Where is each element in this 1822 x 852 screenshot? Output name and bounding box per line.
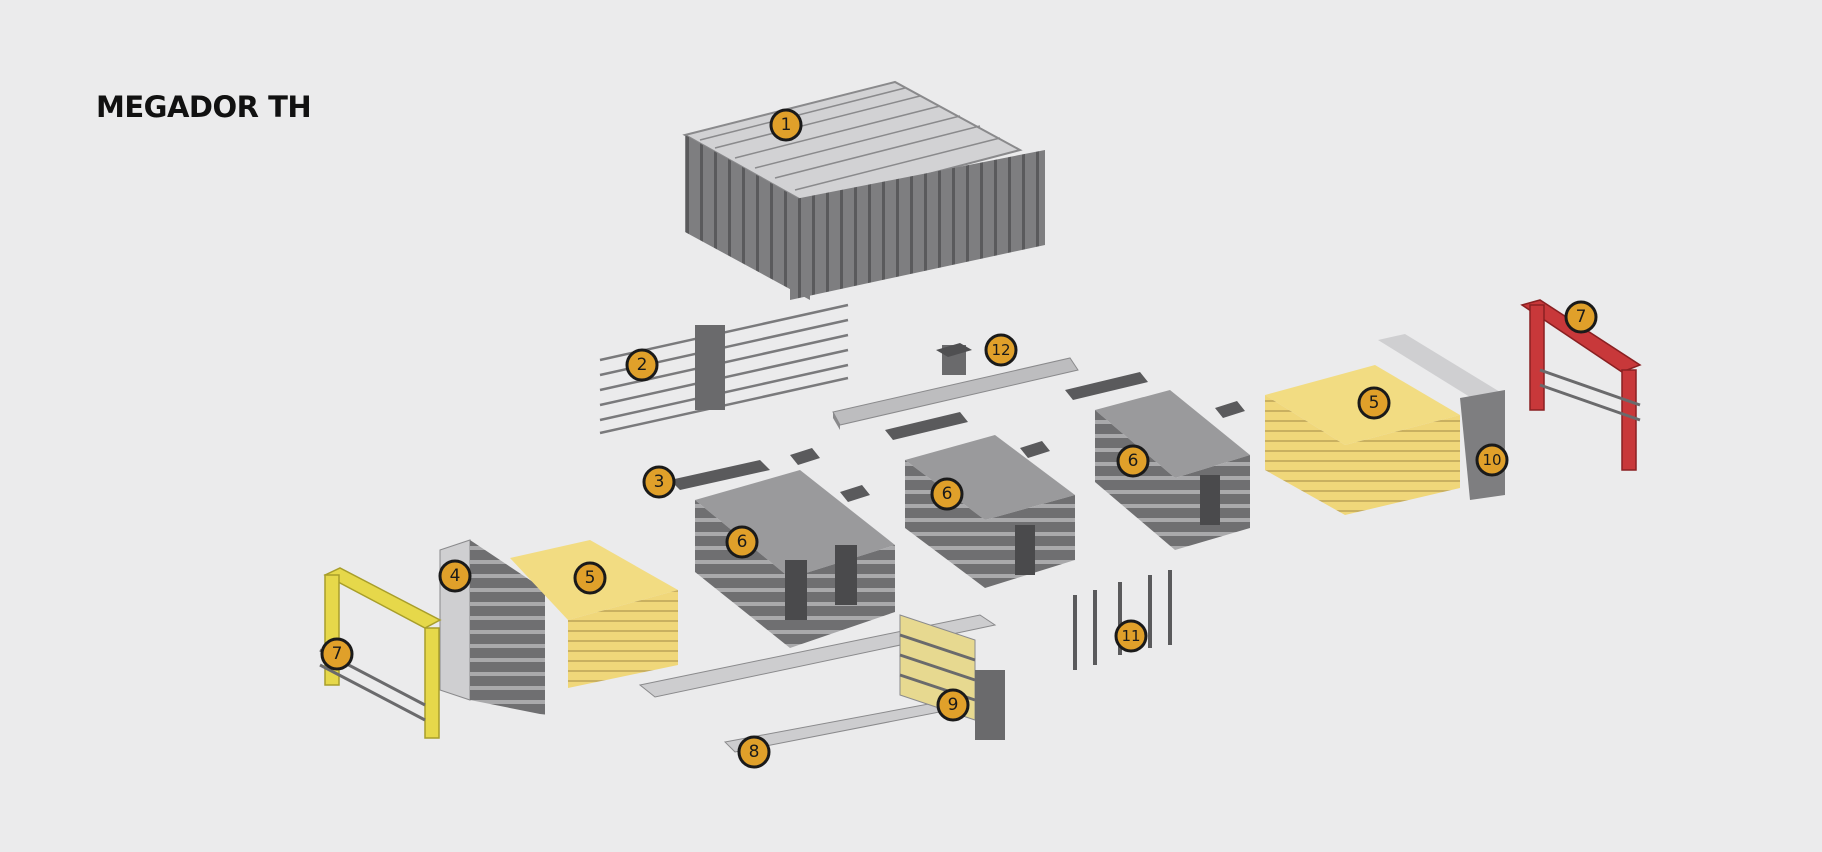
svg-text:7: 7 xyxy=(1576,307,1587,327)
svg-text:12: 12 xyxy=(991,341,1010,359)
svg-text:8: 8 xyxy=(749,742,760,762)
callout-6-right: 6 xyxy=(1116,444,1150,478)
svg-text:9: 9 xyxy=(948,695,959,715)
svg-text:6: 6 xyxy=(737,532,748,552)
svg-text:11: 11 xyxy=(1121,627,1140,645)
svg-text:2: 2 xyxy=(637,355,648,375)
callout-12: 12 xyxy=(984,333,1018,367)
svg-text:10: 10 xyxy=(1482,451,1501,469)
callout-5-left: 5 xyxy=(573,561,607,595)
crane-beam xyxy=(832,343,1079,430)
callout-1: 1 xyxy=(769,108,803,142)
storage-module-right xyxy=(1095,390,1250,550)
page-title: MEGADOR TH xyxy=(96,90,312,124)
callout-6-middle: 6 xyxy=(930,477,964,511)
svg-text:5: 5 xyxy=(1369,393,1380,413)
callout-7-right: 7 xyxy=(1564,300,1598,334)
svg-text:3: 3 xyxy=(654,472,665,492)
callout-3: 3 xyxy=(642,465,676,499)
sheet-stack-right xyxy=(1265,365,1460,515)
callout-6-left: 6 xyxy=(725,525,759,559)
roof-housing xyxy=(682,80,1045,300)
svg-text:1: 1 xyxy=(781,115,792,135)
storage-module-left xyxy=(695,470,895,648)
svg-text:7: 7 xyxy=(332,644,343,664)
callout-2: 2 xyxy=(625,348,659,382)
svg-text:6: 6 xyxy=(1128,451,1139,471)
callout-10: 10 xyxy=(1475,443,1509,477)
supports xyxy=(1073,570,1172,670)
callout-7-left: 7 xyxy=(320,637,354,671)
svg-text:6: 6 xyxy=(942,484,953,504)
svg-text:4: 4 xyxy=(450,566,461,586)
svg-text:5: 5 xyxy=(585,568,596,588)
callout-5-right: 5 xyxy=(1357,386,1391,420)
frame-right-red xyxy=(1520,299,1642,471)
callout-4: 4 xyxy=(438,559,472,593)
rack xyxy=(599,303,849,435)
callout-9: 9 xyxy=(936,688,970,722)
storage-module-middle xyxy=(905,435,1075,588)
callout-8: 8 xyxy=(737,735,771,769)
track-pieces xyxy=(670,372,1245,502)
callout-11: 11 xyxy=(1114,619,1148,653)
